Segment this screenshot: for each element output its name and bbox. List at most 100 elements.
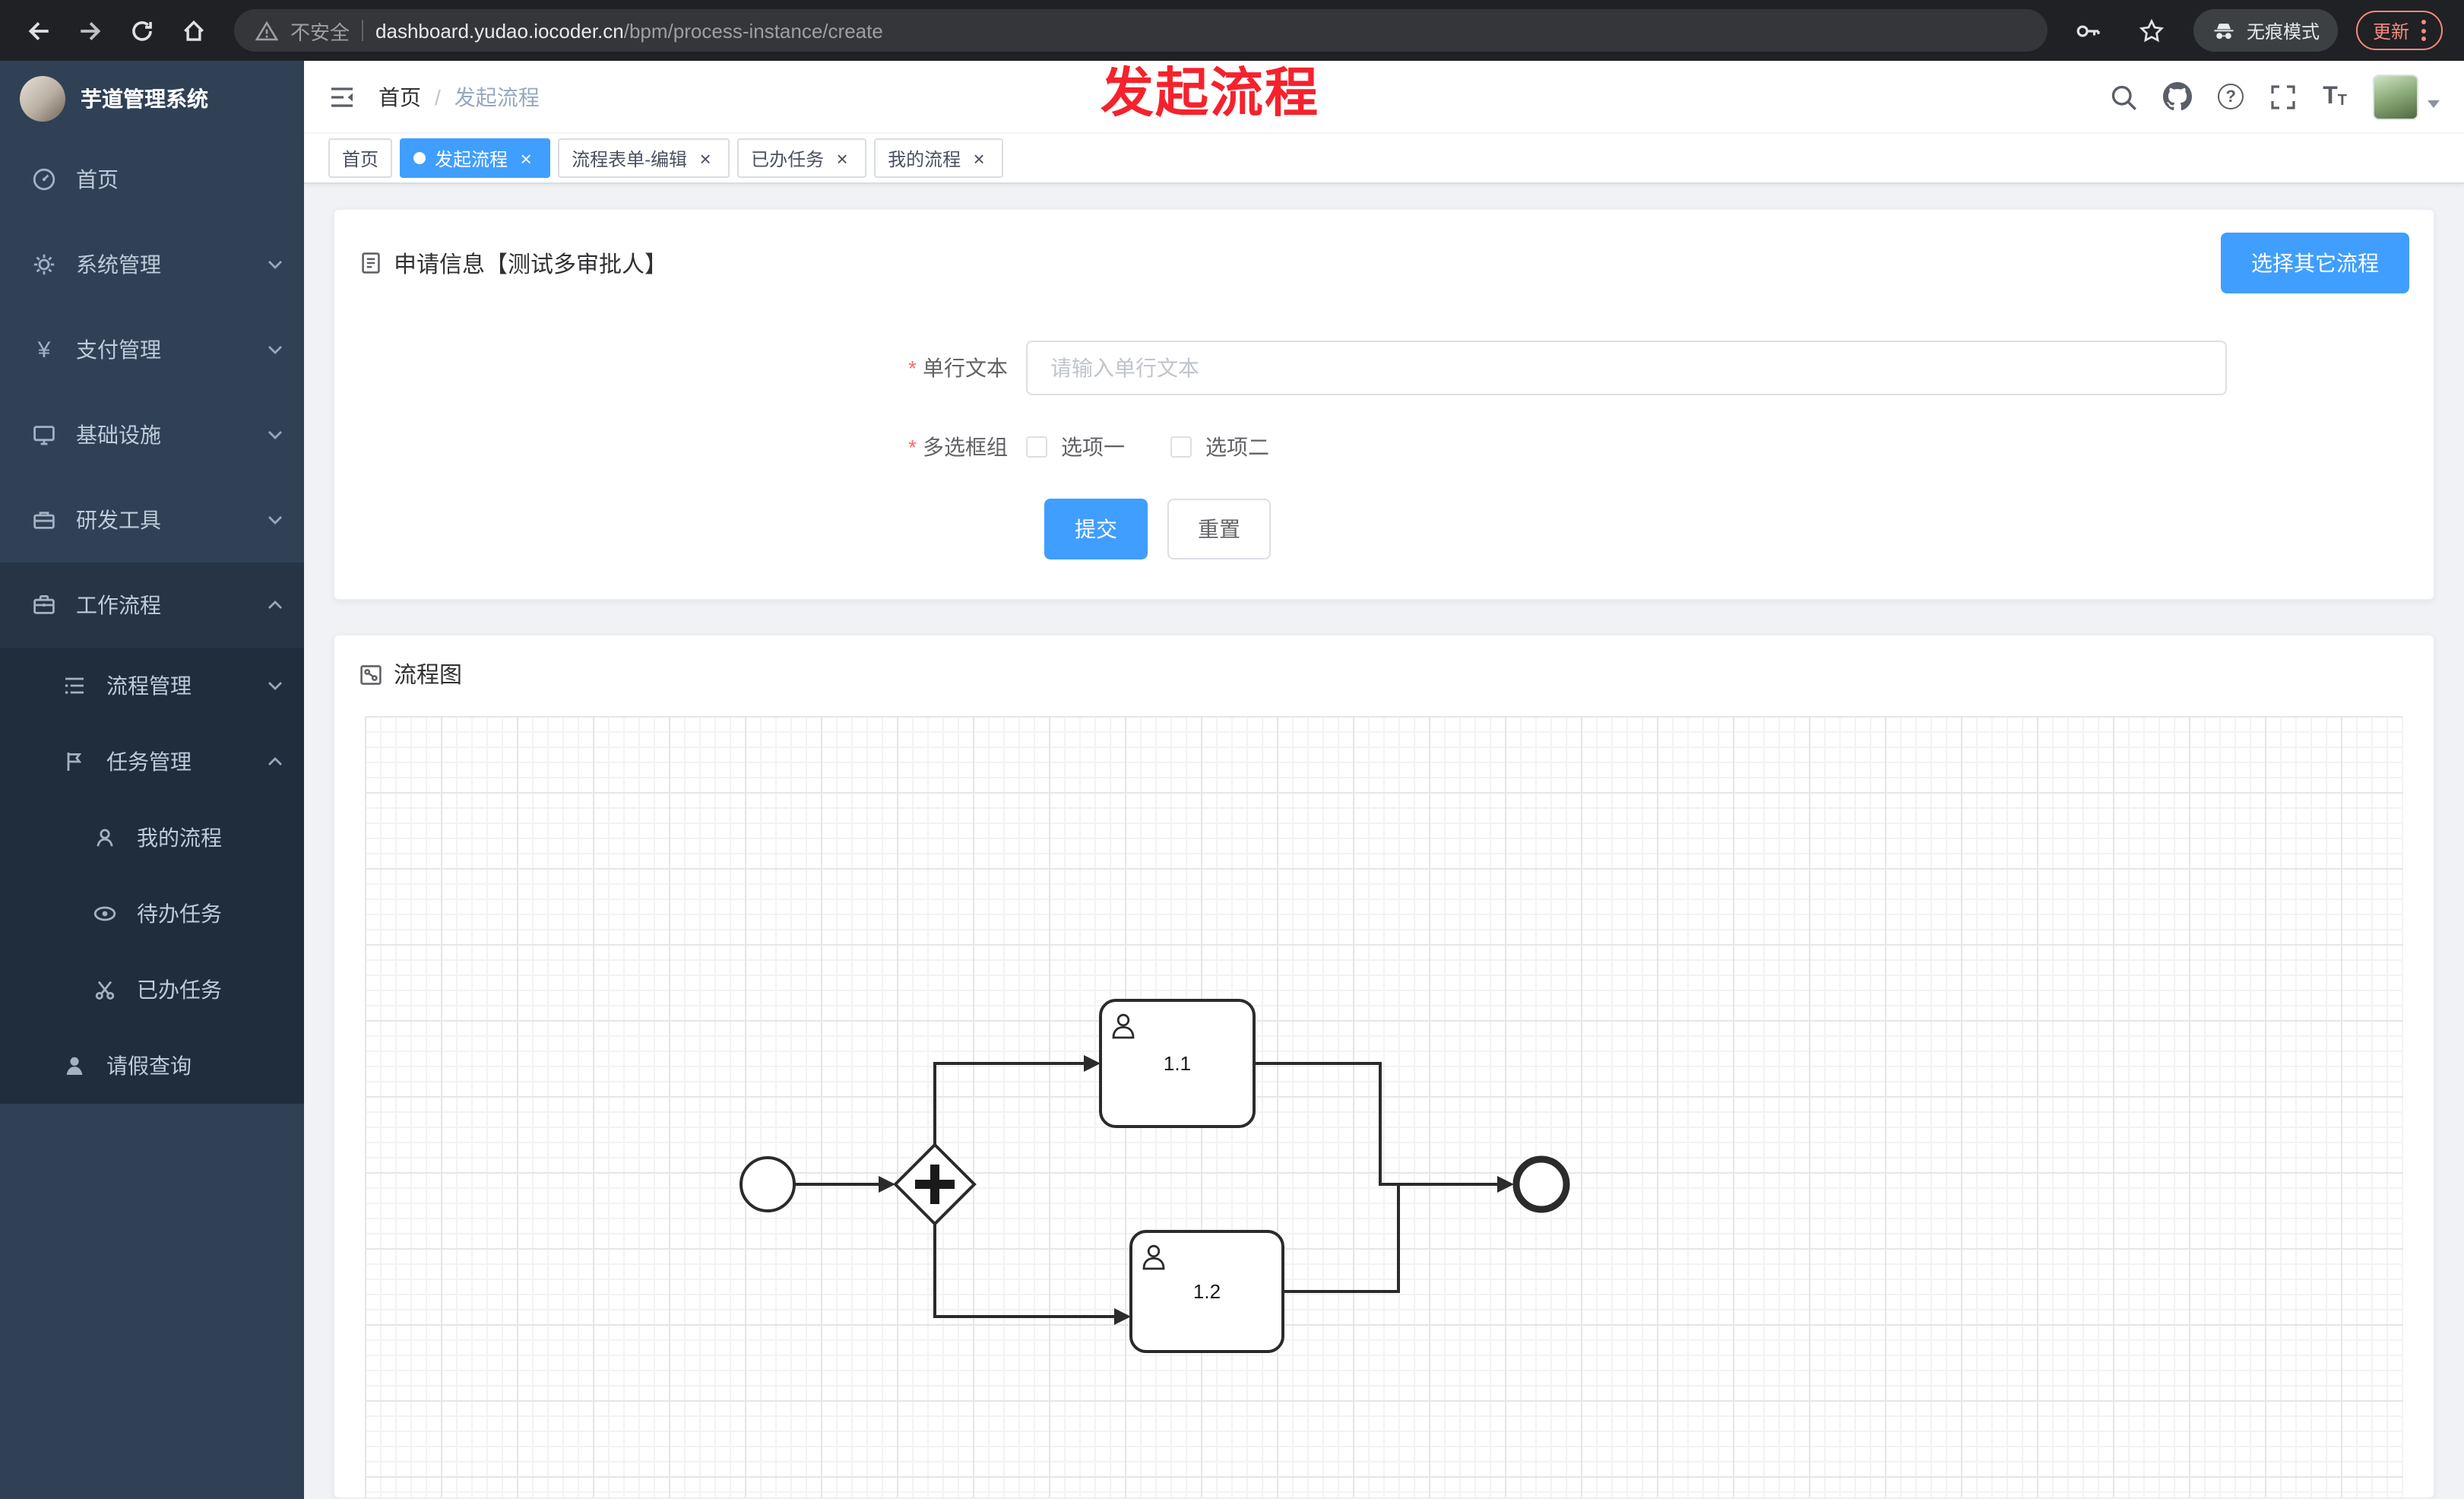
incognito-badge: 无痕模式 xyxy=(2193,9,2338,52)
sidebar-item-devtools[interactable]: 研发工具 xyxy=(0,477,304,563)
fullscreen-icon xyxy=(2271,84,2295,109)
tab-home[interactable]: 首页 xyxy=(328,138,393,178)
tab-process-form-edit[interactable]: 流程表单-编辑 × xyxy=(558,138,730,178)
user-menu[interactable] xyxy=(2373,74,2440,119)
sidebar-item-todo-tasks[interactable]: 待办任务 xyxy=(0,876,304,952)
chevron-up-icon xyxy=(268,757,283,766)
application-info-header: 申请信息【测试多审批人】 选择其它流程 xyxy=(334,210,2434,316)
fullscreen-button[interactable] xyxy=(2269,83,2297,110)
password-key-button[interactable] xyxy=(2066,8,2111,53)
sidebar-item-payment[interactable]: ¥ 支付管理 xyxy=(0,307,304,392)
sidebar-item-leave-query[interactable]: 请假查询 xyxy=(0,1028,304,1104)
form-row-checkbox: *多选框组 选项一 选项二 xyxy=(334,432,2434,462)
star-icon xyxy=(2139,17,2165,42)
tab-my-process[interactable]: 我的流程 × xyxy=(874,138,1004,178)
user-task-1-2-node[interactable]: 1.2 xyxy=(1129,1230,1284,1353)
tab-initiate-process[interactable]: 发起流程 × xyxy=(400,138,551,178)
submit-button[interactable]: 提交 xyxy=(1044,499,1148,559)
forward-button[interactable] xyxy=(67,8,112,53)
sidebar-item-done-tasks[interactable]: 已办任务 xyxy=(0,952,304,1028)
flag-icon xyxy=(61,750,88,774)
forward-icon xyxy=(80,21,100,40)
checkbox-option-1[interactable]: 选项一 xyxy=(1026,432,1125,462)
required-star: * xyxy=(908,435,917,459)
url-domain: dashboard.yudao.iocoder.cn xyxy=(375,19,624,42)
sidebar-item-my-process[interactable]: 我的流程 xyxy=(0,800,304,876)
single-line-text-input[interactable] xyxy=(1026,341,2227,395)
sidebar-item-label: 我的流程 xyxy=(137,826,222,850)
chevron-down-icon xyxy=(268,430,283,439)
app-logo[interactable]: 芋道管理系统 xyxy=(0,61,304,137)
breadcrumb-separator: / xyxy=(435,84,441,109)
task-label: 1.1 xyxy=(1164,1052,1191,1075)
key-icon xyxy=(2077,24,2101,36)
sidebar-item-label: 研发工具 xyxy=(76,508,161,532)
sidebar-item-label: 请假查询 xyxy=(106,1054,192,1078)
flow-arrowheads xyxy=(879,1055,1514,1325)
sidebar-item-task-management[interactable]: 任务管理 xyxy=(0,724,304,800)
back-button[interactable] xyxy=(15,8,61,53)
person-icon xyxy=(61,1054,88,1078)
start-event-node[interactable] xyxy=(740,1156,796,1212)
card-title: 申请信息【测试多审批人】 xyxy=(394,252,668,277)
home-button[interactable] xyxy=(170,8,216,53)
hamburger-icon xyxy=(331,87,353,106)
browser-menu-update-button[interactable]: 更新 xyxy=(2355,11,2443,50)
bpmn-canvas[interactable]: 1.1 1.2 xyxy=(365,716,2403,1497)
kebab-menu-icon xyxy=(2421,20,2426,41)
tab-close-icon[interactable]: × xyxy=(836,147,848,170)
refresh-button[interactable] xyxy=(119,8,164,53)
bpmn-diagram: 1.1 1.2 xyxy=(740,999,1570,1353)
sidebar-item-label: 任务管理 xyxy=(106,750,192,774)
question-icon: ? xyxy=(2218,84,2244,109)
help-button[interactable]: ? xyxy=(2218,84,2244,109)
tab-close-icon[interactable]: × xyxy=(973,147,985,170)
home-icon xyxy=(183,19,203,40)
chevron-down-icon xyxy=(268,515,283,524)
checkbox-option-2[interactable]: 选项二 xyxy=(1170,432,1269,462)
breadcrumb-current: 发起流程 xyxy=(454,84,540,109)
tab-label: 我的流程 xyxy=(888,148,961,170)
user-icon xyxy=(1142,1244,1165,1270)
reset-button[interactable]: 重置 xyxy=(1167,499,1271,559)
sidebar-item-home[interactable]: 首页 xyxy=(0,137,304,222)
card-title: 流程图 xyxy=(394,663,463,689)
tab-label: 已办任务 xyxy=(751,148,825,170)
logo-avatar xyxy=(20,76,65,122)
breadcrumb-home[interactable]: 首页 xyxy=(378,84,421,109)
form-row-text: *单行文本 xyxy=(334,341,2434,395)
end-event-node[interactable] xyxy=(1512,1155,1570,1213)
back-icon xyxy=(27,21,48,40)
tab-close-icon[interactable]: × xyxy=(520,147,532,170)
user-task-1-1-node[interactable]: 1.1 xyxy=(1099,999,1256,1128)
update-label: 更新 xyxy=(2372,21,2409,42)
checkbox-label: 选项一 xyxy=(1061,435,1125,459)
sidebar-item-workflow[interactable]: 工作流程 xyxy=(0,563,304,648)
checkbox-box[interactable] xyxy=(1170,436,1192,458)
search-icon xyxy=(2112,84,2137,109)
briefcase-icon xyxy=(30,593,58,617)
warning-icon xyxy=(255,20,278,40)
tab-close-icon[interactable]: × xyxy=(699,147,711,170)
bookmark-star-button[interactable] xyxy=(2130,8,2175,53)
toolbox-icon xyxy=(30,508,58,532)
sidebar-item-process-management[interactable]: 流程管理 xyxy=(0,648,304,724)
avatar[interactable] xyxy=(2373,74,2418,119)
parallel-gateway-node[interactable] xyxy=(893,1142,977,1226)
sidebar-item-infrastructure[interactable]: 基础设施 xyxy=(0,392,304,477)
tab-done-tasks[interactable]: 已办任务 × xyxy=(737,138,867,178)
search-button[interactable] xyxy=(2110,83,2137,110)
process-diagram-header: 流程图 xyxy=(334,635,2434,713)
process-diagram-card: 流程图 xyxy=(333,634,2435,1499)
sidebar-item-label: 已办任务 xyxy=(137,978,222,1002)
github-button[interactable] xyxy=(2163,82,2193,111)
sidebar-item-label: 支付管理 xyxy=(76,338,161,362)
address-bar[interactable]: 不安全 dashboard.yudao.iocoder.cn/bpm/proce… xyxy=(234,9,2048,52)
select-other-process-button[interactable]: 选择其它流程 xyxy=(2221,233,2409,293)
chevron-down-icon xyxy=(268,260,283,269)
list-tree-icon xyxy=(61,673,88,698)
checkbox-box[interactable] xyxy=(1026,436,1047,458)
sidebar-item-system[interactable]: 系统管理 xyxy=(0,222,304,307)
sidebar-toggle-button[interactable] xyxy=(328,84,356,109)
